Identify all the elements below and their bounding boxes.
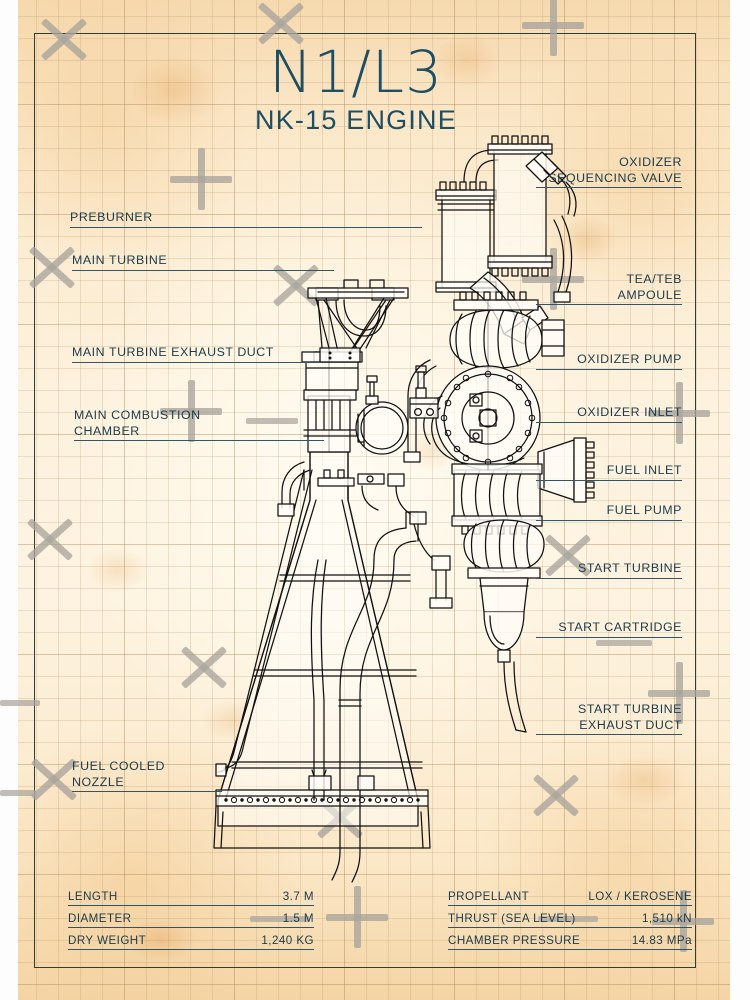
callout-start-turbine-exhaust-duct: START TURBINE EXHAUST DUCT (536, 702, 682, 736)
spec-row: LENGTH 3.7 M (68, 890, 314, 906)
engine-technical-drawing (18, 0, 730, 1000)
spec-key: DIAMETER (68, 912, 132, 925)
spec-row: PROPELLANT LOX / KEROSENE (448, 890, 692, 906)
aged-paper-background (18, 0, 730, 1000)
callout-start-cartridge: START CARTRIDGE (536, 620, 682, 638)
callout-leader-line (536, 304, 682, 306)
callout-leader-line (536, 479, 682, 481)
callout-oxidizer-sequencing-valve: OXIDIZER SEQUENCING VALVE (536, 155, 682, 189)
callout-leader-line (536, 421, 682, 423)
spec-row: THRUST (SEA LEVEL) 1,510 kN (448, 912, 692, 928)
callout-leader-line (536, 519, 682, 521)
callout-label: FUEL COOLED NOZZLE (72, 759, 166, 789)
callout-label: FUEL PUMP (606, 503, 682, 517)
callout-leader-line (70, 226, 422, 228)
spec-table-right: PROPELLANT LOX / KEROSENE THRUST (SEA LEVE… (448, 890, 692, 950)
callout-fuel-pump: FUEL PUMP (536, 503, 682, 521)
spec-value: 14.83 MPa (631, 934, 692, 947)
callout-label: START TURBINE EXHAUST DUCT (578, 702, 682, 732)
callout-leader-line (72, 269, 334, 271)
spec-value: 3.7 M (282, 890, 314, 903)
spec-value: 1.5 M (282, 912, 314, 925)
callout-oxidizer-pump: OXIDIZER PUMP (536, 352, 682, 370)
callout-main-turbine-exhaust-duct: MAIN TURBINE EXHAUST DUCT (72, 345, 322, 363)
registration-dash (246, 418, 298, 424)
callout-leader-line (72, 791, 222, 793)
callout-oxidizer-inlet: OXIDIZER INLET (536, 405, 682, 423)
callout-leader-line (536, 734, 682, 736)
callout-leader-line (536, 577, 682, 579)
spec-value: 1,510 kN (641, 912, 692, 925)
callout-label: FUEL INLET (606, 463, 682, 477)
registration-dash (250, 916, 310, 922)
spec-row: CHAMBER PRESSURE 14.83 MPa (448, 934, 692, 950)
callout-label: TEA/TEB AMPOULE (617, 272, 682, 302)
callout-label: MAIN TURBINE (72, 253, 168, 267)
spec-row: DIAMETER 1.5 M (68, 912, 314, 928)
spec-key: DRY WEIGHT (68, 934, 147, 947)
spec-key: PROPELLANT (448, 890, 530, 903)
callout-start-turbine: START TURBINE (536, 561, 682, 579)
callout-leader-line (72, 361, 322, 363)
callout-main-combustion-chamber: MAIN COMBUSTION CHAMBER (74, 408, 324, 442)
callout-main-turbine: MAIN TURBINE (72, 253, 334, 271)
page-subtitle: NK-15 ENGINE (255, 105, 457, 135)
callout-preburner: PREBURNER (70, 210, 422, 228)
border-frame (34, 33, 696, 968)
spec-table-left: LENGTH 3.7 M DIAMETER 1.5 M DRY WEIGHT 1,240 … (68, 890, 314, 950)
callout-label: OXIDIZER SEQUENCING VALVE (548, 155, 682, 185)
spec-key: THRUST (SEA LEVEL) (448, 912, 576, 925)
callout-label: OXIDIZER INLET (577, 405, 682, 419)
spec-value: 1,240 KG (261, 934, 314, 947)
callout-leader-line (536, 368, 682, 370)
callout-leader-line (536, 187, 682, 189)
spec-key: LENGTH (68, 890, 118, 903)
callout-label: OXIDIZER PUMP (577, 352, 682, 366)
callout-label: START CARTRIDGE (558, 620, 682, 634)
callout-leader-line (74, 440, 324, 442)
spec-key: CHAMBER PRESSURE (448, 934, 581, 947)
registration-dash (0, 790, 36, 796)
callout-fuel-cooled-nozzle: FUEL COOLED NOZZLE (72, 759, 222, 793)
spec-row: DRY WEIGHT 1,240 KG (68, 934, 314, 950)
registration-dash (538, 916, 598, 922)
callout-tea-teb-ampoule: TEA/TEB AMPOULE (536, 272, 682, 306)
spec-value: LOX / KEROSENE (588, 890, 692, 903)
callout-label: MAIN COMBUSTION CHAMBER (74, 408, 201, 438)
registration-dash (596, 640, 652, 646)
callout-label: PREBURNER (70, 210, 153, 224)
callout-leader-line (536, 636, 682, 638)
callout-label: START TURBINE (578, 561, 682, 575)
page-title: N1/L3 (268, 38, 444, 106)
paper-stain-texture (18, 0, 730, 1000)
registration-dash (0, 700, 40, 706)
graph-grid (18, 0, 730, 1000)
callout-fuel-inlet: FUEL INLET (536, 463, 682, 481)
callout-label: MAIN TURBINE EXHAUST DUCT (72, 345, 274, 359)
